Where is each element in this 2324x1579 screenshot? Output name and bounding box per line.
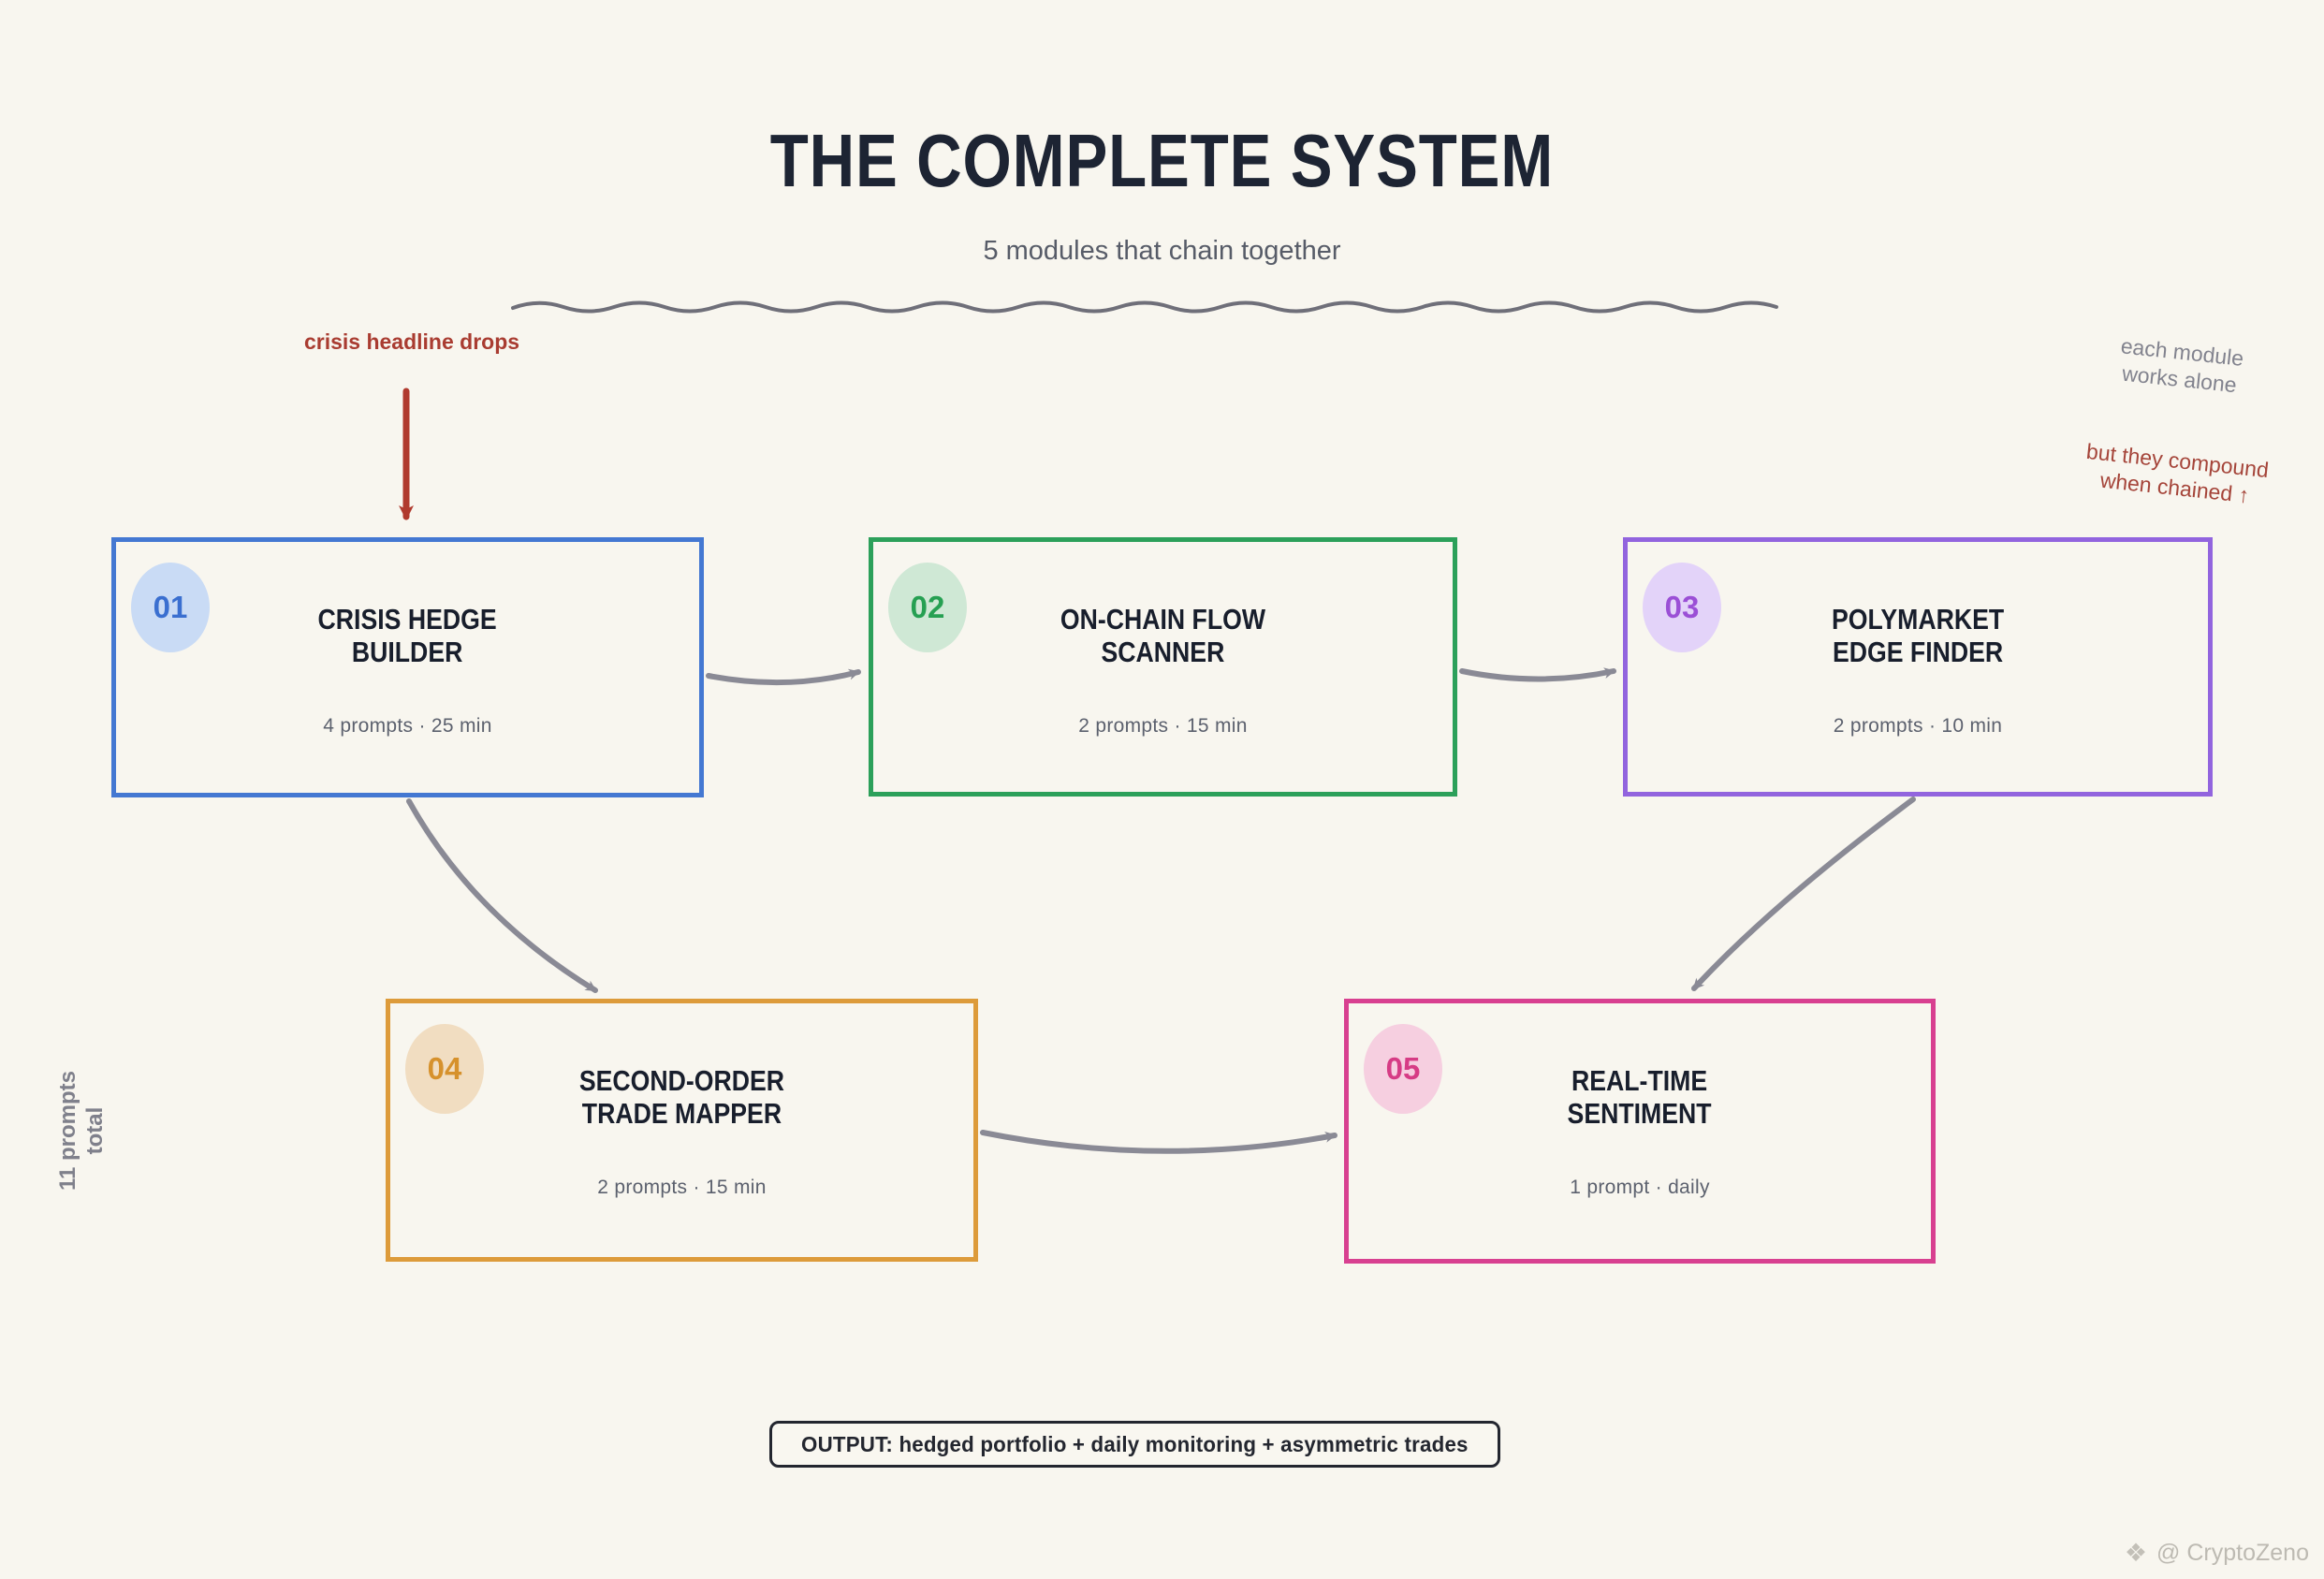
crisis-headline-note: crisis headline drops — [303, 329, 520, 354]
module-box-polymarket-edge-finder: 03 POLYMARKET EDGE FINDER 2 prompts · 10… — [1623, 537, 2213, 797]
watermark-handle: @ CryptoZeno — [2156, 1540, 2309, 1566]
arrow-module4-to-module5 — [980, 1130, 1337, 1154]
module-number-badge: 02 — [888, 563, 967, 652]
output-summary-text: OUTPUT: hedged portfolio + daily monitor… — [801, 1431, 1469, 1456]
module-box-real-time-sentiment: 05 REAL-TIME SENTIMENT 1 prompt · daily — [1344, 999, 1936, 1264]
module-title: ON-CHAIN FLOW SCANNER — [1060, 603, 1266, 668]
module-number-badge: 03 — [1643, 563, 1721, 652]
page-title-text: THE COMPLETE SYSTEM — [769, 119, 1555, 202]
module-number-badge: 05 — [1364, 1024, 1442, 1114]
module-title: POLYMARKET EDGE FINDER — [1831, 603, 2005, 668]
module-meta: 2 prompts · 10 min — [1833, 715, 2003, 738]
module-number-badge: 01 — [131, 563, 210, 652]
wavy-divider — [511, 300, 1778, 314]
watermark: ❖ @ CryptoZeno — [2125, 1539, 2309, 1568]
page-subtitle: 5 modules that chain together — [983, 236, 1341, 266]
module-meta: 2 prompts · 15 min — [1078, 715, 1248, 738]
arrow-module1-to-module2 — [706, 668, 861, 686]
diamond-compass-icon: ❖ — [2124, 1539, 2148, 1567]
prompts-total-line1: 11 prompts — [55, 1070, 81, 1192]
compound-note: but they compound when chained ↑ — [2057, 435, 2296, 513]
module-box-second-order-trade-mapper: 04 SECOND-ORDER TRADE MAPPER 2 prompts ·… — [386, 999, 978, 1262]
module-number-badge: 04 — [405, 1024, 484, 1114]
works-alone-note: each module works alone — [2090, 329, 2273, 402]
prompts-total-note: 11 prompts total — [37, 1037, 127, 1224]
arrow-module2-to-module3 — [1459, 667, 1616, 682]
output-summary-box: OUTPUT: hedged portfolio + daily monitor… — [769, 1421, 1500, 1468]
module-meta: 1 prompt · daily — [1570, 1177, 1710, 1199]
module-title: SECOND-ORDER TRADE MAPPER — [578, 1064, 785, 1130]
module-meta: 4 prompts · 25 min — [323, 715, 492, 738]
module-box-crisis-hedge-builder: 01 CRISIS HEDGE BUILDER 4 prompts · 25 m… — [111, 537, 704, 797]
prompts-total-line2: total — [82, 1106, 108, 1155]
arrow-module1-to-module4 — [406, 798, 598, 993]
module-title: CRISIS HEDGE BUILDER — [317, 603, 498, 668]
module-meta: 2 prompts · 15 min — [597, 1177, 767, 1199]
module-box-on-chain-flow-scanner: 02 ON-CHAIN FLOW SCANNER 2 prompts · 15 … — [869, 537, 1457, 797]
page-title: THE COMPLETE SYSTEM — [0, 118, 2324, 204]
arrow-module3-to-module5 — [1691, 797, 1916, 991]
module-title: REAL-TIME SENTIMENT — [1567, 1064, 1713, 1130]
